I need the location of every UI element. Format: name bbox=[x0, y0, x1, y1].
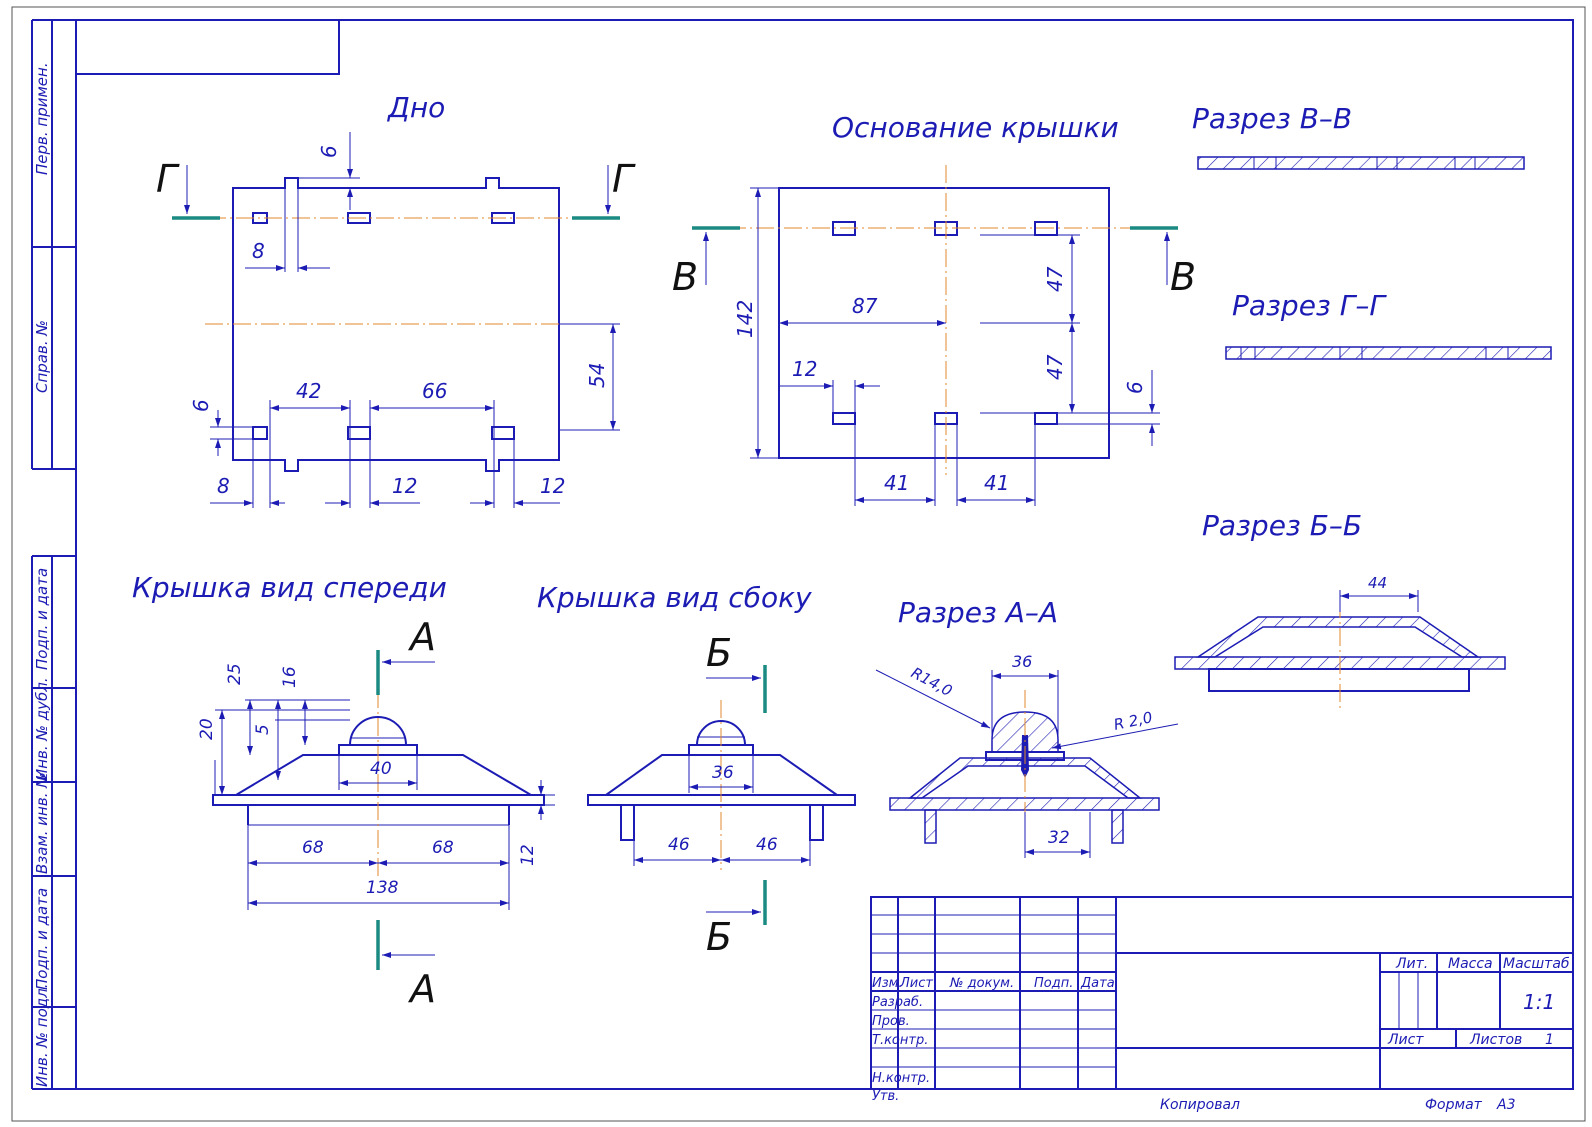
cut-letter-a-bottom: А bbox=[407, 967, 436, 1011]
view-kryshka-front: Крышка вид спереди А А 20 25 5 16 40 bbox=[132, 571, 555, 1011]
dim-dno-6b: 6 bbox=[189, 399, 213, 412]
tb-hdr-izm: Изм. bbox=[872, 976, 903, 991]
view-title-razrez-aa: Разрез А–А bbox=[898, 596, 1058, 629]
view-title-razrez-bb: Разрез Б–Б bbox=[1202, 509, 1362, 542]
dim-osn-47a: 47 bbox=[1043, 266, 1067, 292]
dim-front-40: 40 bbox=[370, 759, 392, 779]
tb-listov: Листов bbox=[1469, 1032, 1522, 1048]
tb-lit: Лит. bbox=[1395, 956, 1428, 972]
tb-hdr-dokum: № докум. bbox=[949, 976, 1014, 991]
dim-osn-6: 6 bbox=[1123, 381, 1147, 394]
view-kryshka-side: Крышка вид сбоку Б Б 36 46 46 bbox=[537, 581, 856, 959]
dim-front-68b: 68 bbox=[432, 838, 454, 858]
dim-aa-r14: R14,0 bbox=[908, 664, 955, 700]
view-title-osnovanie: Основание крышки bbox=[832, 111, 1119, 144]
cut-letter-v-right: В bbox=[1170, 255, 1196, 299]
dim-dno-8b: 8 bbox=[217, 474, 230, 498]
dim-front-20: 20 bbox=[197, 718, 217, 740]
dim-side-46b: 46 bbox=[756, 835, 778, 855]
dim-dno-8a: 8 bbox=[252, 239, 265, 263]
cut-letter-g-right: Г bbox=[612, 157, 636, 201]
sidebar-label-sprav: Справ. № bbox=[33, 320, 51, 393]
dim-front-68a: 68 bbox=[302, 838, 324, 858]
dim-side-46a: 46 bbox=[668, 835, 690, 855]
tb-scale: 1:1 bbox=[1523, 990, 1555, 1014]
dim-front-12: 12 bbox=[518, 844, 538, 866]
dim-aa-36: 36 bbox=[1012, 652, 1032, 671]
view-razrez-gg: Разрез Г–Г bbox=[1225, 289, 1552, 360]
dim-dno-6: 6 bbox=[317, 145, 341, 158]
sidebar-label-perv-primen: Перв. примен. bbox=[33, 62, 51, 175]
dim-osn-47b: 47 bbox=[1043, 354, 1067, 380]
sidebar-label-podp-data-2: Подп. и дата bbox=[33, 888, 51, 990]
dim-osn-41a: 41 bbox=[884, 471, 909, 495]
view-dno: Дно Г Г 6 8 42 66 bbox=[156, 91, 636, 508]
footer-format-val: А3 bbox=[1496, 1097, 1515, 1113]
tb-row-razrab: Разраб. bbox=[872, 995, 923, 1010]
dim-dno-66: 66 bbox=[422, 379, 447, 403]
tb-row-nkontr: Н.контр. bbox=[872, 1071, 930, 1086]
view-razrez-vv: Разрез В–В bbox=[1192, 102, 1525, 170]
sheet-footer: Копировал Формат А3 bbox=[1160, 1097, 1515, 1113]
view-title-kryshka-side: Крышка вид сбоку bbox=[537, 581, 812, 614]
tb-hdr-podp: Подп. bbox=[1034, 976, 1073, 991]
sidebar-label-vzam-inv: Взам. инв. № bbox=[33, 772, 51, 874]
sheet-frame bbox=[11, 6, 1586, 1122]
dim-dno-12b: 12 bbox=[540, 474, 565, 498]
cut-letter-b-bottom: Б bbox=[706, 915, 732, 959]
dim-bb-44: 44 bbox=[1368, 574, 1387, 592]
title-block: Изм. Лист № докум. Подп. Дата Разраб. Пр… bbox=[870, 896, 1574, 1104]
cut-letter-b-top: Б bbox=[706, 631, 732, 675]
dim-side-36: 36 bbox=[712, 763, 734, 783]
footer-format: Формат bbox=[1425, 1097, 1483, 1113]
tb-massa: Масса bbox=[1448, 956, 1493, 972]
cut-letter-v-left: В bbox=[672, 255, 698, 299]
sidebar-labels: Перв. примен. Справ. № Подп. и дата Инв.… bbox=[33, 62, 51, 1087]
cut-letter-a-top: А bbox=[407, 615, 436, 659]
dim-dno-42: 42 bbox=[296, 379, 321, 403]
dim-dno-12a: 12 bbox=[392, 474, 417, 498]
dim-dno-54: 54 bbox=[585, 363, 609, 388]
tb-row-tkontr: Т.контр. bbox=[872, 1033, 928, 1048]
tb-listov-val: 1 bbox=[1545, 1032, 1554, 1048]
view-title-razrez-gg: Разрез Г–Г bbox=[1232, 289, 1387, 322]
dim-front-25: 25 bbox=[225, 663, 245, 685]
dim-front-16: 16 bbox=[280, 666, 300, 688]
tb-hdr-list: Лист bbox=[899, 976, 933, 991]
view-osnovanie: Основание крышки В В 142 87 12 bbox=[672, 111, 1196, 506]
view-title-razrez-vv: Разрез В–В bbox=[1192, 102, 1352, 135]
view-razrez-aa: Разрез А–А 36 R14,0 R 2,0 32 bbox=[875, 596, 1179, 858]
view-title-kryshka-front: Крышка вид спереди bbox=[132, 571, 447, 604]
footer-kopiroval: Копировал bbox=[1160, 1097, 1240, 1113]
dim-osn-87: 87 bbox=[852, 294, 878, 318]
sidebar-label-inv-dubl: Инв. № дубл. bbox=[33, 677, 51, 780]
dim-osn-41b: 41 bbox=[984, 471, 1009, 495]
tb-list: Лист bbox=[1387, 1032, 1424, 1048]
sidebar-label-podp-data-1: Подп. и дата bbox=[33, 568, 51, 670]
tb-masshtab: Масштаб bbox=[1503, 956, 1570, 972]
tb-row-prov: Пров. bbox=[872, 1014, 910, 1029]
tb-hdr-data: Дата bbox=[1080, 976, 1115, 991]
view-title-dno: Дно bbox=[386, 91, 445, 124]
dim-front-138: 138 bbox=[366, 878, 399, 898]
dim-osn-12: 12 bbox=[792, 357, 817, 381]
dim-osn-142: 142 bbox=[733, 300, 757, 338]
tb-row-utv: Утв. bbox=[872, 1089, 899, 1104]
sidebar-label-inv-podl: Инв. № подл. bbox=[33, 984, 51, 1087]
dim-aa-32: 32 bbox=[1048, 828, 1070, 848]
dim-front-5: 5 bbox=[253, 724, 273, 735]
view-razrez-bb: Разрез Б–Б 44 bbox=[1174, 509, 1506, 710]
cut-letter-g-left: Г bbox=[156, 157, 180, 201]
